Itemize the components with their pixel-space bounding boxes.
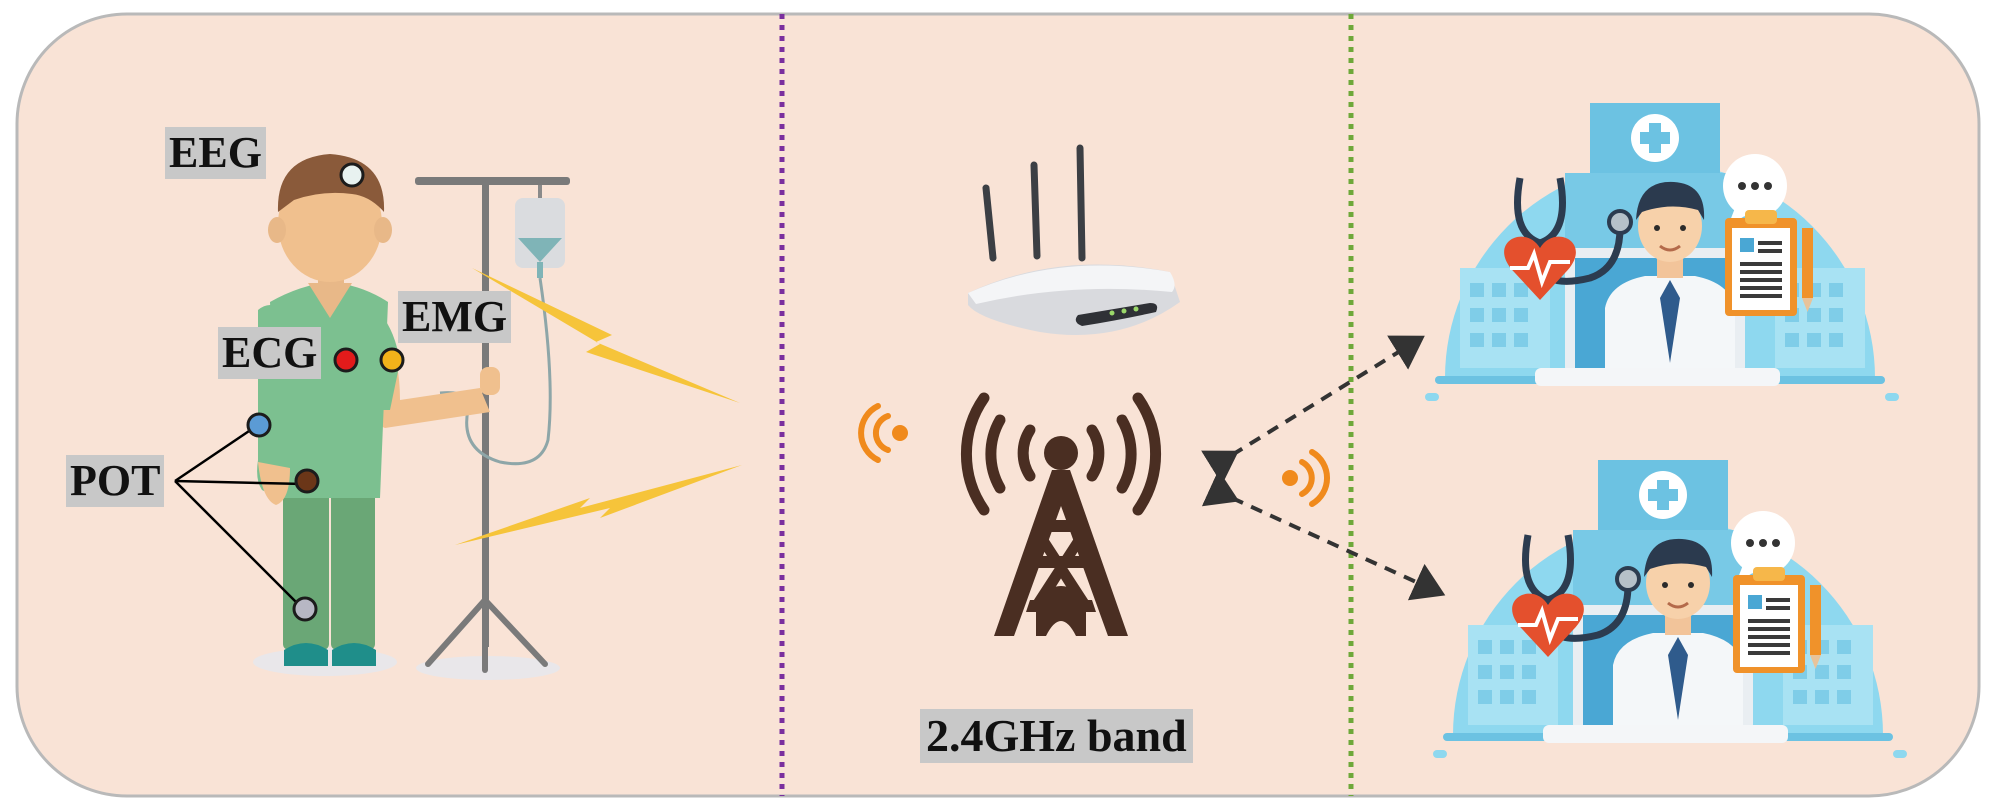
bidirectional-link-arrow xyxy=(1201,335,1425,485)
frequency-band-label: 2.4GHz band xyxy=(920,709,1193,763)
emg-label: EMG xyxy=(398,291,512,343)
pot-sensor-leg xyxy=(292,596,318,622)
eeg-label: EEG xyxy=(165,127,266,179)
bidirectional-link-arrow xyxy=(1201,469,1446,601)
radio-tower-icon xyxy=(961,392,1161,636)
wifi-router-icon xyxy=(968,144,1180,336)
pot-connector-lines xyxy=(174,425,305,607)
emg-sensor xyxy=(379,347,405,373)
eeg-sensor xyxy=(339,162,365,188)
pot-sensor-arm xyxy=(246,412,272,438)
ecg-sensor xyxy=(333,347,359,373)
lightning-bolt-icon xyxy=(455,465,742,545)
lightning-bolt-icon xyxy=(472,268,740,403)
panel-background xyxy=(15,12,1981,798)
signal-waves-icon xyxy=(858,403,908,463)
pot-sensor-hip xyxy=(294,468,320,494)
ecg-label: ECG xyxy=(218,327,322,379)
pot-label: POT xyxy=(66,455,165,507)
